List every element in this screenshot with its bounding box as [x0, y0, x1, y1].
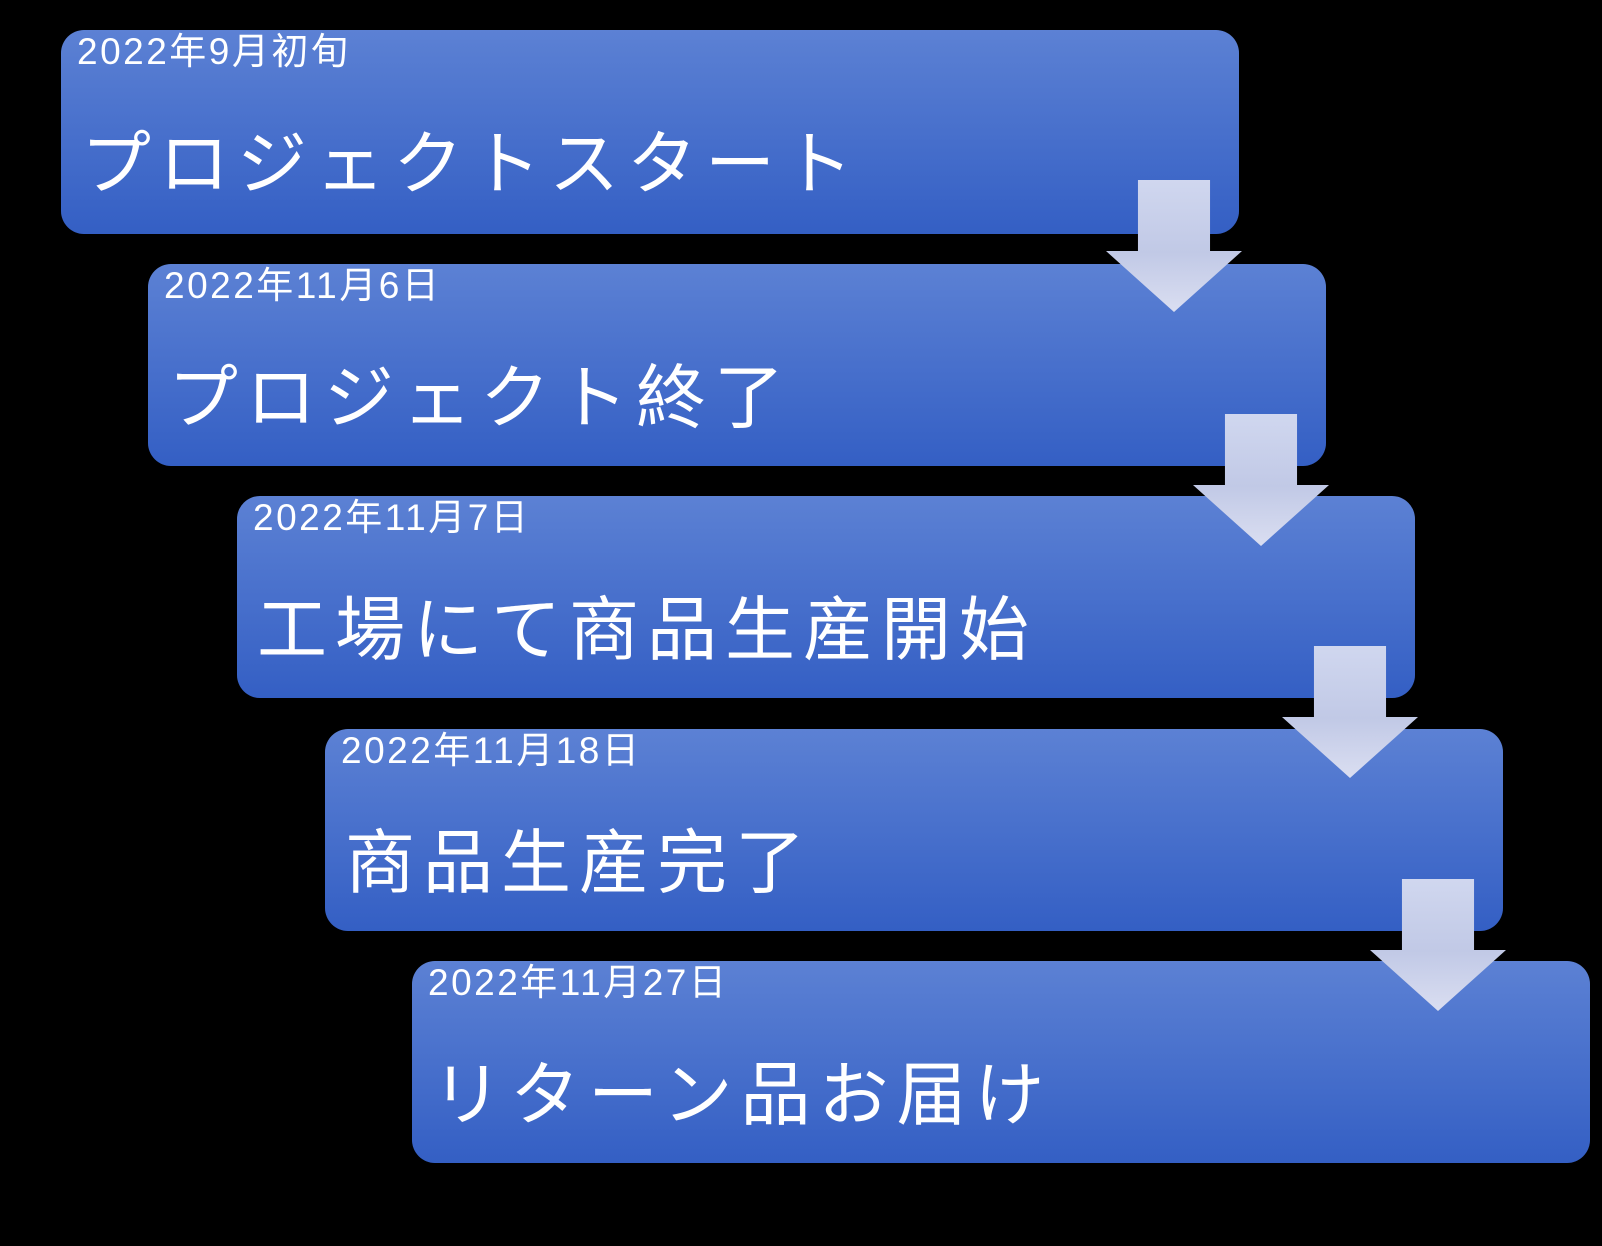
step-date: 2022年11月6日: [164, 265, 442, 306]
step-date: 2022年9月初旬: [77, 31, 351, 72]
step-box-5: 2022年11月27日 リターン品お届け: [412, 961, 1590, 1163]
step-date: 2022年11月7日: [253, 497, 531, 538]
step-date: 2022年11月27日: [428, 962, 729, 1003]
step-box-2: 2022年11月6日 プロジェクト終了: [148, 264, 1326, 466]
step-box-3: 2022年11月7日 工場にて商品生産開始: [237, 496, 1415, 698]
step-title: プロジェクト終了: [168, 359, 792, 437]
step-date: 2022年11月18日: [341, 730, 642, 771]
step-box-1: 2022年9月初旬 プロジェクトスタート: [61, 30, 1239, 234]
step-box-4: 2022年11月18日 商品生産完了: [325, 729, 1503, 931]
step-title: 商品生産完了: [345, 824, 813, 902]
step-title: プロジェクトスタート: [81, 125, 861, 203]
step-title: 工場にて商品生産開始: [257, 591, 1037, 669]
step-title: リターン品お届け: [432, 1056, 1053, 1134]
